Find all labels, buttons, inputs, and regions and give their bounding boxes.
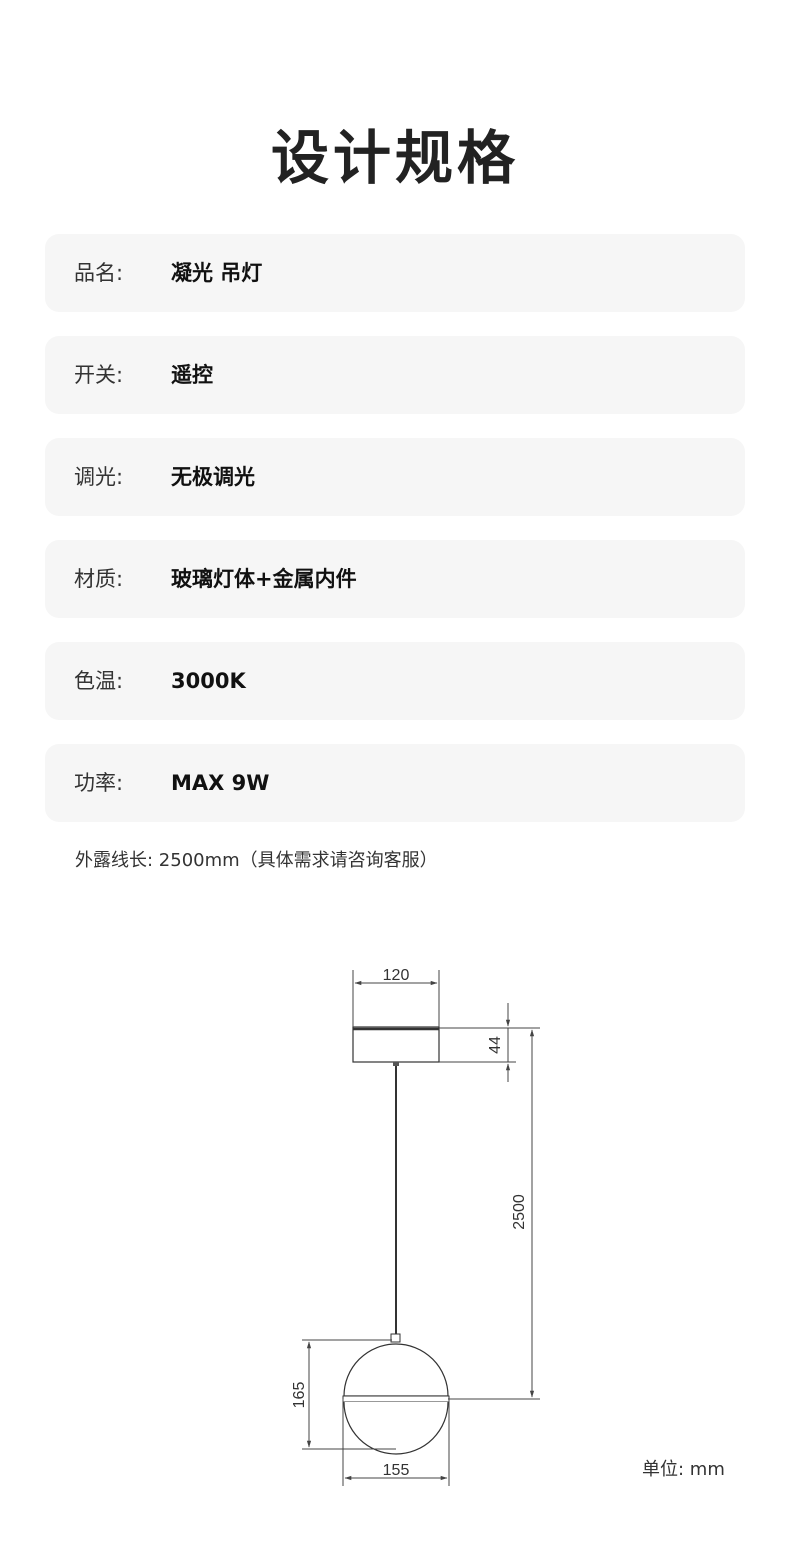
- spec-label: 功率:: [74, 771, 124, 795]
- spec-row-power: 功率: MAX 9W: [45, 744, 745, 822]
- dimension-diagram: 120 44 2500 165 155: [291, 967, 540, 1486]
- spec-label: 品名:: [74, 261, 124, 285]
- globe-band: [342, 1395, 450, 1403]
- spec-value: 凝光 吊灯: [171, 261, 263, 285]
- cable-length-note: 外露线长: 2500mm（具体需求请咨询客服）: [75, 850, 438, 871]
- spec-row-name: 品名: 凝光 吊灯: [45, 234, 745, 312]
- spec-row-material: 材质: 玻璃灯体+金属内件: [45, 540, 745, 618]
- spec-row-switch: 开关: 遥控: [45, 336, 745, 414]
- cable-connector: [393, 1062, 399, 1066]
- dim-globe-height-label: 165: [291, 1382, 308, 1409]
- spec-value: 遥控: [171, 363, 213, 387]
- canopy-shape: [352, 1026, 440, 1063]
- globe-lower-shape: [343, 1401, 449, 1455]
- dim-canopy-width-label: 120: [383, 967, 410, 984]
- spec-value: 3000K: [171, 669, 246, 693]
- spec-row-dimming: 调光: 无极调光: [45, 438, 745, 516]
- dim-cable-length-label: 2500: [511, 1194, 528, 1230]
- globe-connector: [390, 1333, 401, 1343]
- spec-row-color-temp: 色温: 3000K: [45, 642, 745, 720]
- spec-value: 无极调光: [171, 465, 255, 489]
- spec-value: MAX 9W: [171, 771, 270, 795]
- globe-upper-shape: [343, 1343, 449, 1397]
- page-title: 设计规格: [270, 124, 519, 192]
- spec-label: 色温:: [74, 669, 124, 693]
- dim-globe-width-label: 155: [383, 1462, 410, 1479]
- spec-label: 材质:: [74, 567, 124, 591]
- spec-label: 调光:: [74, 465, 124, 489]
- unit-label: 单位: mm: [642, 1459, 725, 1480]
- spec-label: 开关:: [74, 363, 124, 387]
- dim-canopy-height-label: 44: [487, 1036, 504, 1054]
- spec-value: 玻璃灯体+金属内件: [171, 567, 357, 591]
